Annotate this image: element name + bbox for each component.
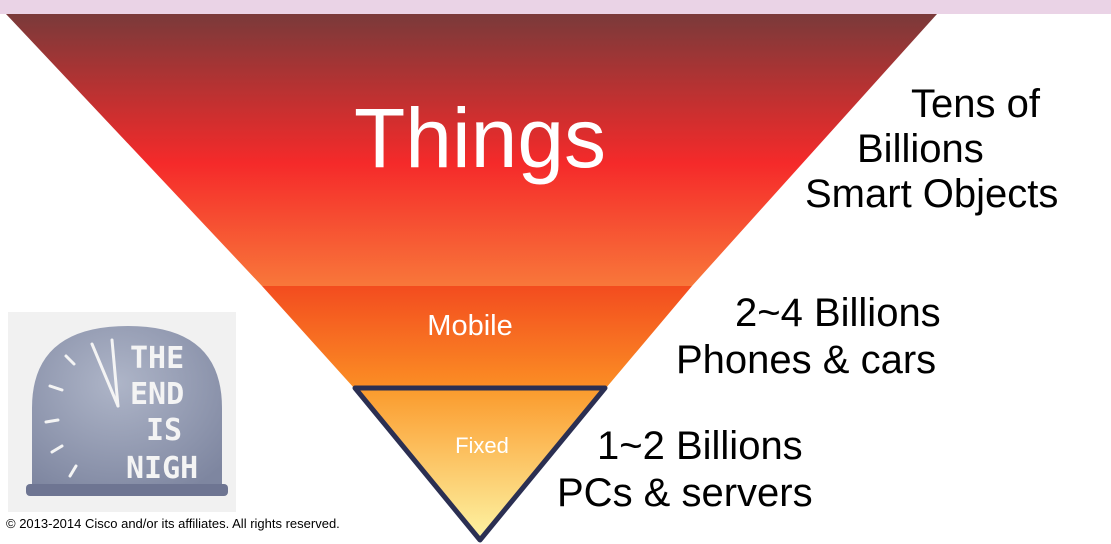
things-desc-line3: Smart Objects xyxy=(805,172,1059,216)
things-tier xyxy=(6,14,937,286)
mobile-tier-label: Mobile xyxy=(427,310,513,342)
fixed-description: 1~2 Billions PCs & servers xyxy=(557,423,813,517)
fixed-tier-label: Fixed xyxy=(455,433,509,458)
clock-icon: THE END IS NIGH xyxy=(26,326,228,496)
end-is-nigh-clock-image: THE END IS NIGH xyxy=(8,312,236,512)
copyright-notice: © 2013-2014 Cisco and/or its affiliates.… xyxy=(6,516,340,531)
mobile-description: 2~4 Billions Phones & cars xyxy=(676,290,941,384)
top-band xyxy=(0,0,1111,14)
svg-text:NIGH: NIGH xyxy=(126,451,198,486)
mobile-tier xyxy=(262,286,692,388)
mobile-desc-line2: Phones & cars xyxy=(676,338,937,382)
things-tier-label: Things xyxy=(353,91,607,185)
things-description: Tens of Billions Smart Objects xyxy=(805,82,1105,217)
fixed-desc-line2: PCs & servers xyxy=(557,471,813,515)
mobile-desc-line1: 2~4 Billions xyxy=(735,291,941,335)
fixed-tier xyxy=(352,385,608,543)
svg-text:END: END xyxy=(130,377,184,412)
svg-text:IS: IS xyxy=(146,413,182,448)
svg-text:THE: THE xyxy=(130,341,184,376)
things-desc-line2: Billions xyxy=(857,127,984,171)
fixed-desc-line1: 1~2 Billions xyxy=(597,424,803,468)
things-desc-line1: Tens of xyxy=(911,82,1040,126)
